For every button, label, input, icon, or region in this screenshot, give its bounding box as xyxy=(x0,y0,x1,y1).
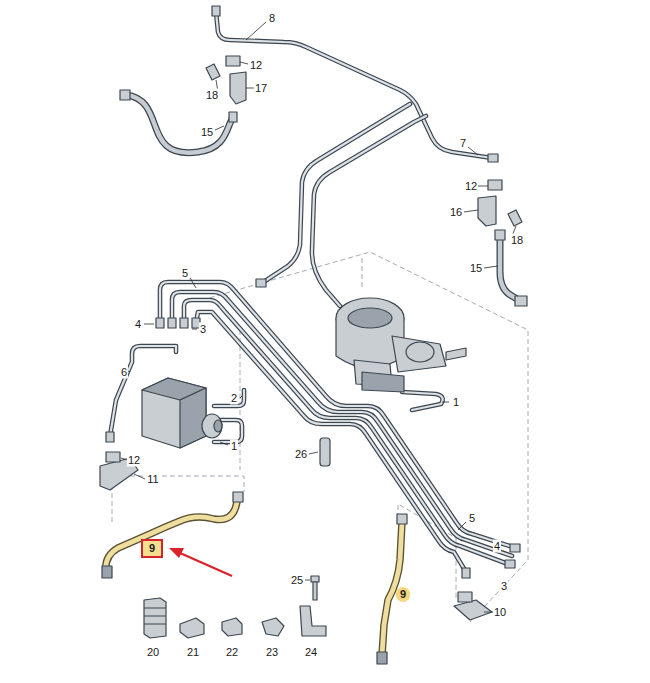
callout-number: 5 xyxy=(468,512,476,525)
callout-number: 23 xyxy=(265,646,279,659)
callout-number: 18 xyxy=(205,89,219,102)
callout-number: 22 xyxy=(225,646,239,659)
callout-number: 25 xyxy=(290,574,304,587)
callout-number: 17 xyxy=(254,82,268,95)
callout-number: 18 xyxy=(510,234,524,247)
callout-number: 12 xyxy=(464,180,478,193)
callout-number: 2 xyxy=(230,392,238,405)
callout-number: 6 xyxy=(120,366,128,379)
callout-number: 10 xyxy=(493,606,507,619)
callout-number: 3 xyxy=(500,580,508,593)
callout-number: 15 xyxy=(200,126,214,139)
callout-number: 3 xyxy=(199,323,207,336)
callout-number: 8 xyxy=(268,12,276,25)
callout-number: 15 xyxy=(469,262,483,275)
callout-number: 9 xyxy=(400,588,406,601)
callout-number: 9 xyxy=(149,542,155,555)
callout-number: 12 xyxy=(249,59,263,72)
callout-number: 20 xyxy=(146,646,160,659)
callout-number: 12 xyxy=(127,454,141,467)
callout-number: 4 xyxy=(134,318,142,331)
callout-number: 4 xyxy=(493,540,501,553)
callout-number: 26 xyxy=(294,448,308,461)
callout-number: 1 xyxy=(452,396,460,409)
callout-number: 11 xyxy=(146,473,159,486)
highlighted-callout: 9 xyxy=(141,539,163,558)
callout-number: 5 xyxy=(181,267,189,280)
highlighted-callout: 9 xyxy=(396,587,410,602)
callout-number: 1 xyxy=(230,440,238,453)
callout-number: 16 xyxy=(449,206,463,219)
callout-number: 21 xyxy=(186,646,200,659)
callout-number: 7 xyxy=(459,137,467,150)
callout-number: 24 xyxy=(304,646,318,659)
